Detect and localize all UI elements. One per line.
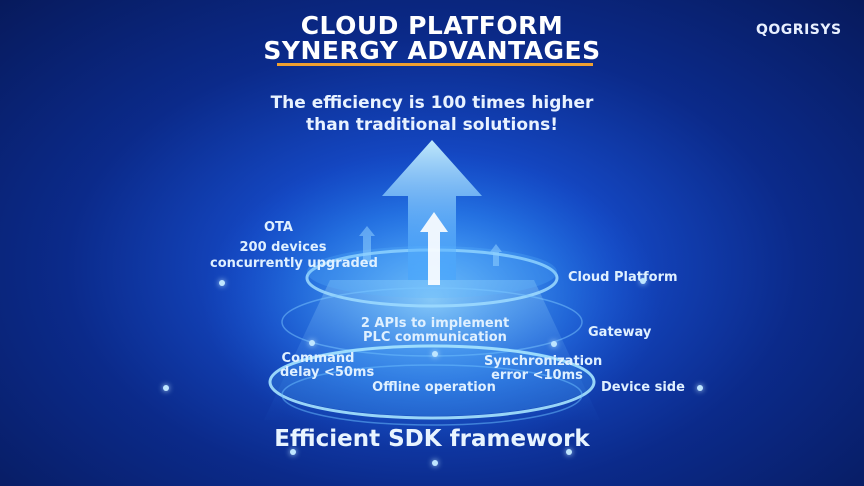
offline-label: Offline operation [372,380,496,395]
decor-dot [309,340,315,346]
decor-dot [551,341,557,347]
page-title-line1: CLOUD PLATFORM [300,11,564,40]
decor-dot [566,449,572,455]
title-underline [277,63,593,66]
device-ring [270,344,594,416]
gateway-label: Gateway [588,325,652,340]
decor-dot [219,280,225,286]
ota-title: OTA [264,220,293,235]
decor-dot [163,385,169,391]
decor-dot [640,278,646,284]
cloud-platform-label: Cloud Platform [568,270,678,285]
ota-line1: 200 devices [239,240,327,255]
small-up-arrow-icon [420,212,448,285]
page-title-line2: SYNERGY ADVANTAGES [263,36,601,65]
light-beam [264,280,600,420]
headline-line2: than traditional solutions! [306,115,558,135]
decor-dot [432,351,438,357]
device-side-label: Device side [601,380,685,395]
command-line1: Command [281,351,355,366]
sync-line1: Synchronization [484,354,603,369]
ota-line2: concurrently upgraded [210,256,378,271]
decor-dot [697,385,703,391]
sync-line2: error <10ms [491,368,583,383]
decor-dot [432,460,438,466]
decor-dot [290,449,296,455]
apis-line1: 2 APIs to implement [360,316,510,331]
brand-logo: QOGRISYS [756,22,842,38]
big-up-arrow-icon [382,140,482,280]
command-line2: delay <50ms [280,365,375,380]
apis-line2: PLC communication [363,330,507,345]
headline-line1: The efficiency is 100 times higher [270,93,594,113]
sdk-framework-title: Efficient SDK framework [274,426,590,452]
